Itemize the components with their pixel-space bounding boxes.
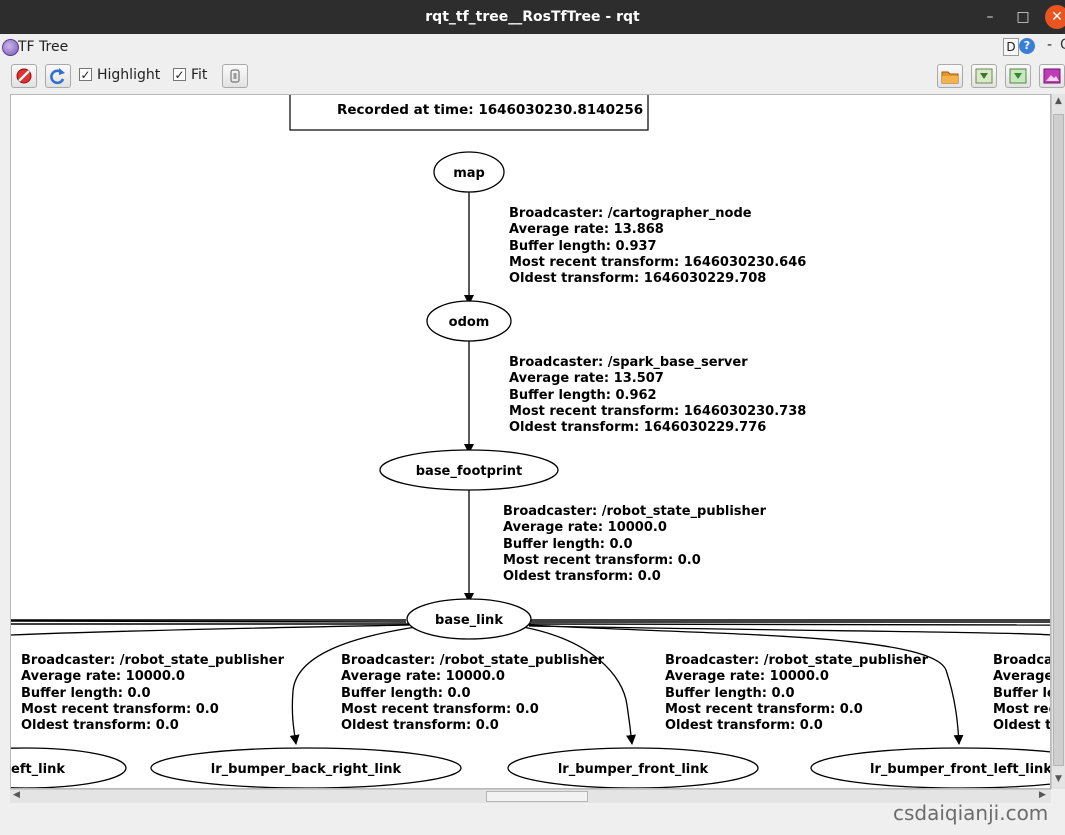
refresh-button[interactable] [45,64,71,88]
save-dot-button[interactable] [971,64,997,88]
scroll-right-icon[interactable]: ▶ [1039,790,1046,800]
node-left-link[interactable] [11,747,127,788]
maximize-button[interactable]: □ [1016,9,1030,25]
panel-title: TF Tree [18,39,69,55]
node-front-link[interactable] [507,747,759,788]
vertical-scroll-thumb[interactable] [1053,114,1064,766]
rqt-plugin-icon [2,39,19,56]
save-svg-button[interactable] [1005,64,1031,88]
folder-icon [941,71,959,84]
fit-checkbox[interactable]: ✓ [173,68,186,82]
fit-view-button[interactable] [222,64,248,88]
minimize-panel-button[interactable]: - [1047,37,1053,53]
load-dot-button[interactable] [937,64,963,88]
node-map-label: map [453,166,485,181]
highlight-checkbox[interactable]: ✓ [79,68,92,82]
close-panel-button[interactable]: O [1060,37,1065,53]
node-odom[interactable] [426,300,512,342]
help-icon[interactable]: ? [1019,38,1035,54]
scroll-down-icon[interactable]: ▼ [1055,774,1062,784]
node-base-link[interactable] [406,598,532,640]
vertical-scrollbar[interactable]: ▲ ▼ [1051,94,1065,789]
edge-base-front [522,626,636,745]
tf-graph-svg: map odom base_footprint base_link eft_li… [11,95,1051,788]
stop-icon [16,68,32,84]
node-base-link-label: base_link [435,613,503,628]
edge-bundle-right-3 [528,623,1050,626]
close-button[interactable]: ✕ [1045,5,1065,29]
panel-header: TF Tree D ? - O [0,34,1065,61]
clear-button[interactable] [11,64,37,88]
edge-bundle-left-2 [11,620,407,623]
node-left-link-label: eft_link [11,762,65,777]
horizontal-scroll-thumb[interactable] [486,791,588,802]
save-image-button[interactable] [1039,64,1065,88]
toolbar: ✓ Highlight ✓ Fit [0,61,1065,93]
dock-d-button[interactable]: D [1003,38,1019,56]
window-titlebar: rqt_tf_tree__RosTfTree - rqt – □ ✕ [0,0,1065,34]
tf-graph-canvas[interactable]: map odom base_footprint base_link eft_li… [10,94,1051,789]
window-title: rqt_tf_tree__RosTfTree - rqt [425,9,640,25]
highlight-label: Highlight [97,67,161,83]
scroll-up-icon[interactable]: ▲ [1055,96,1062,106]
node-back-right-link-label: lr_bumper_back_right_link [211,762,402,777]
save-dot-icon [975,68,993,84]
edge-base-far-right [528,625,1050,636]
node-front-link-label: lr_bumper_front_link [558,762,709,777]
horizontal-scrollbar[interactable]: ◀ ▶ [10,789,1051,803]
node-odom-label: odom [449,315,490,330]
recorded-time-box [289,95,649,131]
node-map[interactable] [433,151,505,193]
recorded-time-text: Recorded at time: 1646030230.8140256 [337,102,644,118]
node-front-left-link-label: lr_bumper_front_left_link [870,762,1051,777]
node-back-right-link[interactable] [150,747,462,788]
watermark: csdaiqianji.com [893,801,1049,825]
image-icon [1043,68,1061,84]
edge-base-frontleft [528,624,964,745]
edge-base-backright [289,626,417,745]
edge-label-base-frontleft: BroadcasterAverageBuffer lerMost receOld… [993,653,1051,734]
minimize-button[interactable]: – [986,9,994,25]
node-base-footprint[interactable] [379,449,559,491]
edge-base-left [11,624,412,636]
fit-label: Fit [191,67,208,83]
save-svg-icon [1009,68,1027,84]
node-base-footprint-label: base_footprint [416,464,523,479]
scroll-left-icon[interactable]: ◀ [13,790,20,800]
node-front-left-link[interactable] [810,747,1051,788]
refresh-icon [50,68,65,85]
fit-view-icon [230,69,240,83]
